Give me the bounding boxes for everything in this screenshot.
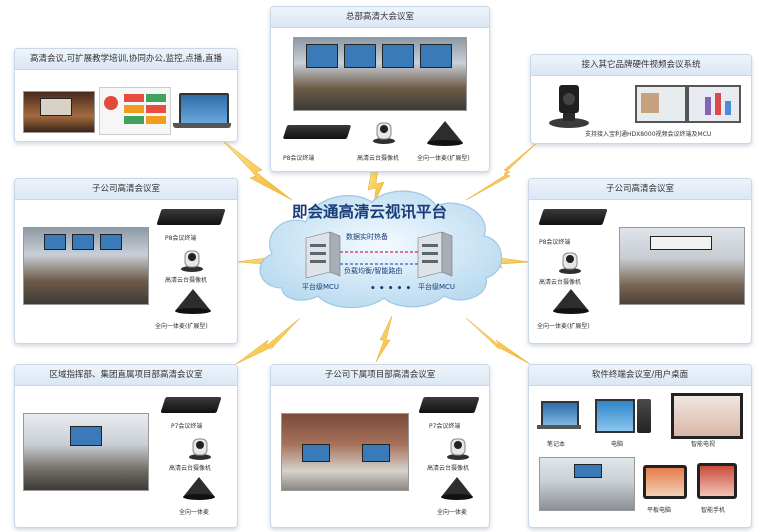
device-label: P8会议终端	[539, 239, 571, 246]
bolt-top-left	[221, 139, 293, 201]
device-label: 全向一体麦(扩展型)	[537, 323, 590, 330]
speakerphone-icon	[553, 289, 589, 314]
bolt-bottom-right	[465, 317, 531, 365]
terminal-device-icon	[160, 397, 222, 413]
device-label: 高清云台摄像机	[539, 279, 582, 286]
panel-top-right: 接入其它品牌硬件视频会议系统 支持接入宝利通HDX8000视频会议终端及MCU	[530, 54, 752, 144]
panel-title: 区域指挥部、集团直属项目部高清会议室	[15, 365, 237, 386]
bolt-top-right	[465, 139, 541, 201]
display-monitor	[687, 85, 741, 123]
ptz-camera-icon	[373, 122, 395, 144]
laptop-base	[537, 425, 581, 429]
laptop-base	[173, 123, 231, 128]
laptop-icon	[541, 401, 579, 427]
device-label: 智能手机	[701, 507, 726, 514]
smartphone-icon	[697, 463, 737, 499]
panel-bottom-right: 软件终端会议室/用户桌面 笔记本 电脑 智能电视 平板电脑 智能手机	[528, 364, 752, 528]
speakerphone-icon	[427, 121, 463, 146]
bolt-bottom-center	[375, 315, 393, 363]
lecture-photo	[23, 91, 95, 133]
terminal-device-icon	[282, 125, 352, 139]
device-label: 高清云台摄像机	[357, 155, 400, 162]
mcu-server-right	[417, 231, 453, 279]
laptop-icon	[179, 93, 229, 125]
panel-mid-right: 子公司高清会议室 P8会议终端 高清云台摄像机 全向一体麦(扩展型)	[528, 178, 752, 344]
terminal-device-icon	[156, 209, 226, 225]
meeting-room-photo	[281, 413, 409, 491]
ptz-camera-icon	[447, 438, 469, 460]
panel-title: 子公司高清会议室	[15, 179, 237, 200]
speakerphone-icon	[175, 289, 211, 314]
device-label: P7会议终端	[171, 423, 203, 430]
panel-title: 软件终端会议室/用户桌面	[529, 365, 751, 386]
device-label: 全向一体麦(扩展型)	[155, 323, 208, 330]
ptz-camera-icon	[189, 438, 211, 460]
ptz-camera-icon	[181, 250, 203, 272]
device-label: 笔记本	[547, 441, 566, 448]
meeting-room-photo	[619, 227, 745, 305]
speakerphone-icon	[183, 477, 215, 500]
mcu-server-left	[305, 231, 341, 279]
device-label: 全向一体麦(扩展型)	[417, 155, 470, 162]
dashboard-graphic	[99, 87, 171, 135]
desktop-monitor-icon	[595, 399, 635, 433]
device-label: 平板电脑	[647, 507, 672, 514]
smart-tv-icon	[671, 393, 743, 439]
terminal-device-icon	[418, 397, 480, 413]
device-label: P8会议终端	[283, 155, 315, 162]
panel-title: 子公司下属项目部高清会议室	[271, 365, 489, 386]
device-label: 高清云台摄像机	[169, 465, 212, 472]
data-exchange-label: 数据实时热备	[346, 233, 388, 241]
panel-bottom-center: 子公司下属项目部高清会议室 P7会议终端 高清云台摄像机 全向一体麦	[270, 364, 490, 528]
meeting-room-photo	[293, 37, 467, 111]
ptz-camera-icon	[559, 252, 581, 274]
device-label: 智能电视	[691, 441, 716, 448]
panel-title: 高清会议,可扩展教学培训,协同办公,监控,点播,直播	[15, 49, 237, 70]
meeting-room-photo	[23, 227, 149, 305]
device-label: 高清云台摄像机	[427, 465, 470, 472]
device-label: P8会议终端	[165, 235, 197, 242]
panel-top-left: 高清会议,可扩展教学培训,协同办公,监控,点播,直播	[14, 48, 238, 142]
training-room-photo	[539, 457, 635, 511]
mcu-left-label: 平台级MCU	[302, 283, 340, 291]
cloud-dots: • • • • •	[370, 284, 412, 294]
mcu-right-label: 平台级MCU	[418, 283, 456, 291]
panel-title: 总部高清大会议室	[271, 7, 489, 28]
panel-bottom-left: 区域指挥部、集团直属项目部高清会议室 P7会议终端 高清云台摄像机 全向一体麦	[14, 364, 238, 528]
platform-title: 即会通高清云视讯平台	[292, 203, 448, 221]
device-label: 全向一体麦	[179, 509, 210, 516]
bolt-bottom-left	[235, 317, 301, 365]
desktop-tower-icon	[637, 399, 651, 433]
meeting-room-photo	[23, 413, 149, 491]
codec-camera-icon	[549, 85, 589, 128]
device-label: P7会议终端	[429, 423, 461, 430]
panel-title: 子公司高清会议室	[529, 179, 751, 200]
panel-top-center: 总部高清大会议室 P8会议终端 高清云台摄像机 全向一体麦(扩展型)	[270, 6, 490, 172]
device-label: 高清云台摄像机	[165, 277, 208, 284]
panel-mid-left: 子公司高清会议室 P8会议终端 高清云台摄像机 全向一体麦(扩展型)	[14, 178, 238, 344]
display-monitor	[635, 85, 687, 123]
device-label: 电脑	[611, 441, 624, 448]
speakerphone-icon	[441, 477, 473, 500]
device-label: 全向一体麦	[437, 509, 468, 516]
panel-title: 接入其它品牌硬件视频会议系统	[531, 55, 751, 76]
compatibility-note: 支持接入宝利通HDX8000视频会议终端及MCU	[585, 131, 712, 138]
tablet-icon	[643, 465, 687, 499]
terminal-device-icon	[538, 209, 608, 225]
load-balance-label: 负载均衡/智能路由	[344, 267, 403, 275]
